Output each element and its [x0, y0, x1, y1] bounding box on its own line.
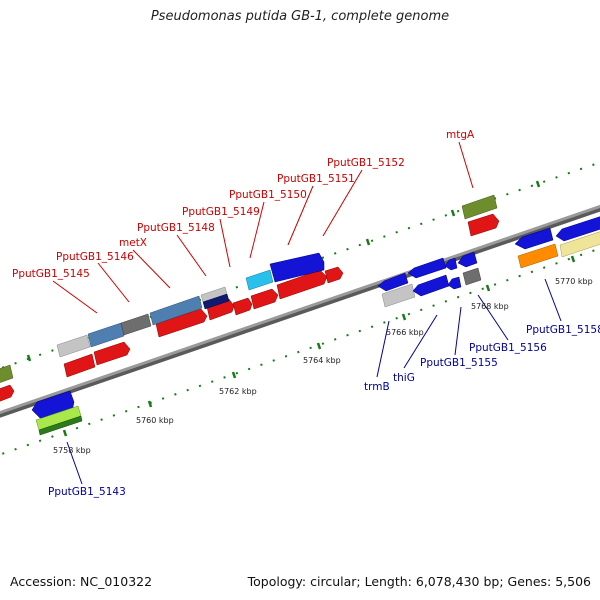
label-metx: metX: [119, 237, 147, 249]
scale-label-5762: 5762 kbp: [219, 387, 257, 396]
label-pputgb1-5145: PputGB1_5145: [12, 268, 90, 280]
gene-pputgb1-5158-arrow[interactable]: [514, 227, 554, 250]
label-mtga: mtgA: [446, 129, 475, 141]
feature-steelblue-2[interactable]: [149, 295, 203, 326]
feature-darkgreen-1[interactable]: [38, 415, 83, 436]
label-pputgb1-5149: PputGB1_5149: [182, 206, 260, 218]
genome-backbone: [0, 204, 600, 415]
gene-thig-arrow[interactable]: [407, 257, 447, 279]
label-thig: thiG: [393, 372, 415, 384]
gene-pputgb1-5149-arrow[interactable]: [232, 297, 253, 316]
gene-pputgb1-5155-arrow[interactable]: [412, 274, 450, 297]
reverse-features-row: [31, 216, 600, 436]
genome-backbone-shadow: [0, 205, 600, 418]
gene-pputgb1-5152-arrow[interactable]: [324, 266, 344, 284]
gene-pputgb1-5156-arrow[interactable]: [457, 251, 478, 268]
scale-label-5768: 5768 kbp: [471, 302, 509, 311]
label-pputgb1-5150: PputGB1_5150: [229, 189, 307, 201]
feature-khaki-1[interactable]: [559, 231, 600, 258]
feature-grey-3[interactable]: [381, 283, 416, 308]
gene-trmb-arrow[interactable]: [377, 272, 409, 292]
scale-label-5758: 5758 kbp: [53, 446, 91, 455]
label-pputgb1-5151: PputGB1_5151: [277, 173, 355, 185]
label-pputgb1-5158: PputGB1_5158: [526, 324, 600, 336]
inner-dotted-track: [0, 247, 600, 456]
gene-pputgb1-5146-arrow[interactable]: [93, 341, 131, 366]
gene-right-edge-arrow[interactable]: [555, 216, 600, 242]
scale-labels: 5758 kbp 5760 kbp 5762 kbp 5764 kbp 5766…: [53, 277, 593, 455]
forward-label-leaders: [52, 141, 474, 314]
label-pputgb1-5148: PputGB1_5148: [137, 222, 215, 234]
outer-dotted-track: [0, 161, 600, 370]
map-title: Pseudomonas putida GB-1, complete genome: [150, 9, 450, 24]
reverse-gene-labels: PputGB1_5143 trmB thiG PputGB1_5155 Pput…: [48, 324, 600, 498]
gene-pputgb1-5150-arrow[interactable]: [250, 288, 279, 310]
scale-label-5760: 5760 kbp: [136, 416, 174, 425]
label-pputgb1-5143: PputGB1_5143: [48, 486, 126, 498]
genome-summary: Topology: circular; Length: 6,078,430 bp…: [247, 574, 591, 589]
feature-navy-1[interactable]: [202, 293, 230, 310]
gene-pputgb1-5145-arrow[interactable]: [63, 353, 96, 378]
feature-blue-1[interactable]: [269, 252, 325, 283]
label-pputgb1-5146: PputGB1_5146: [56, 251, 134, 263]
scale-label-5770: 5770 kbp: [555, 277, 593, 286]
feature-cyan-1[interactable]: [245, 269, 274, 291]
scale-label-5764: 5764 kbp: [303, 356, 341, 365]
gene-mtga-arrow[interactable]: [467, 213, 500, 237]
gene-left-edge-arrow[interactable]: [0, 384, 15, 402]
accession-label: Accession: NC_010322: [10, 574, 153, 589]
reverse-label-leaders: [66, 278, 562, 485]
gene-small-blue-arrow-1[interactable]: [444, 257, 458, 271]
feature-grey-1[interactable]: [56, 334, 91, 358]
feature-darkgrey-1[interactable]: [120, 313, 152, 336]
feature-steelblue-1[interactable]: [87, 322, 125, 348]
feature-orange-1[interactable]: [517, 243, 559, 269]
feature-olive-left-edge[interactable]: [0, 364, 14, 383]
gene-small-blue-arrow-2[interactable]: [447, 276, 462, 290]
scale-label-5766: 5766 kbp: [386, 328, 424, 337]
feature-olive-1[interactable]: [461, 194, 498, 220]
inner-track-major-ticks: [62, 255, 576, 437]
label-pputgb1-5155: PputGB1_5155: [420, 357, 498, 369]
label-pputgb1-5156: PputGB1_5156: [469, 342, 547, 354]
label-trmb: trmB: [364, 381, 390, 393]
forward-features-row: [0, 194, 498, 383]
feature-darkgrey-2[interactable]: [462, 267, 482, 286]
forward-genes-row-red: [0, 213, 500, 402]
gene-metx-arrow[interactable]: [155, 308, 208, 338]
forward-gene-labels: PputGB1_5145 PputGB1_5146 metX PputGB1_5…: [12, 129, 475, 280]
label-pputgb1-5152: PputGB1_5152: [327, 157, 405, 169]
